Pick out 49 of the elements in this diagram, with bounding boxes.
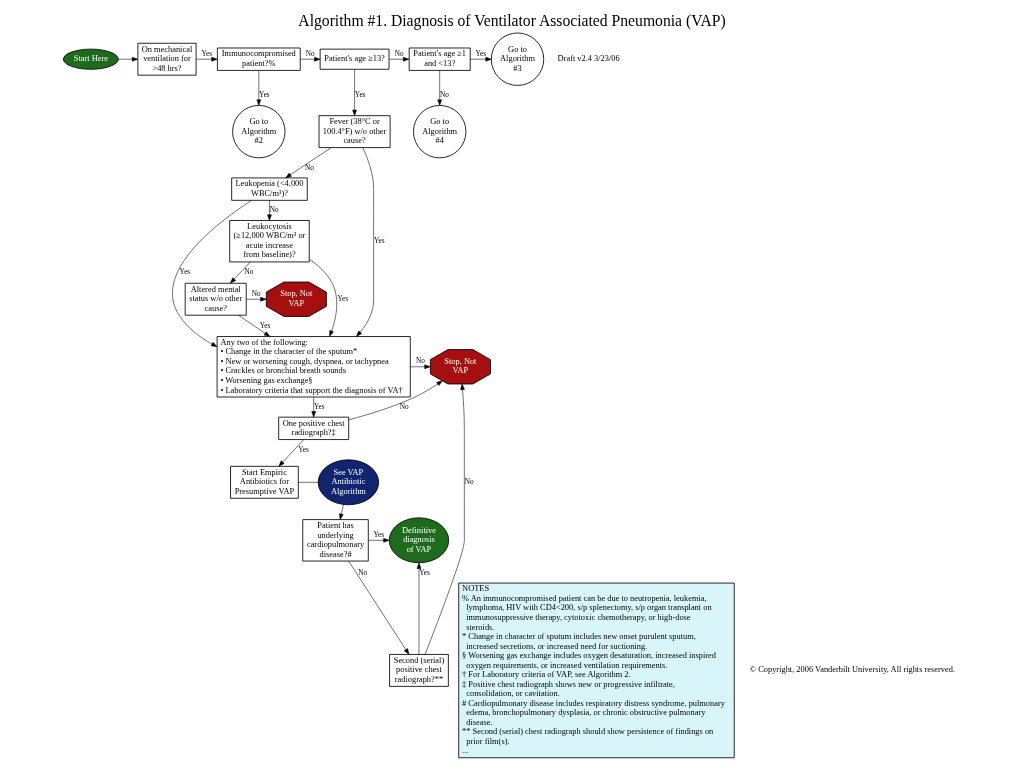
node-circle: Go to Algorithm #4: [413, 104, 467, 158]
arrow: [196, 56, 218, 61]
arrow: [424, 383, 465, 655]
arrow: [230, 261, 251, 283]
node-box: NOTES % An immunocompromised patient can be due to neutropenia, leukemia, lymphoma, HIV with CD4<200, s/p splenectomy, s/p organ transplant on immunosuppressive therapy, cytotoxic chemotherapy, or high-dose steroids. * Change in character of sputum includes new onset purulent sputum, increased secretions, or increased need for suctioning. § Worsening gas exchange includes oxygen desaturation, increased inspired oxygen requirements, or increased ventilation requirements. † For Laboratory criteria of VAP, see Algorithm 2. ‡ Positive chest radiograph shows new or progressive infiltrate, consolidation, or cavitation. # Cardiopulmonary disease includes respiratory distress syndrome, pulmonary edema, bronchopulmonary dysplasia, or chronic obstructive pulmonary disease. ** Second (serial) chest radiograph should show persistence of findings on prior film(s). ...: [458, 582, 735, 758]
node-ellipse: Definitive diagnosis of VAP: [388, 516, 450, 563]
node-box: Leukocytosis (≥12,000 WBC/m³ or acute increase from baseline)?: [229, 219, 310, 262]
label: © Copyright, 2006 Vanderbilt University, All rights reserved.: [749, 664, 956, 674]
node-box: Fever (38°C or 100.4°F) w/o other cause?: [318, 114, 391, 148]
arrow: [278, 438, 304, 467]
arrow: [311, 396, 316, 417]
diagram-title: Algorithm #1. Diagnosis of Ventilator Associated Pneumonia (VAP): [298, 11, 726, 29]
arrow: [469, 56, 492, 61]
node-ellipse: Start Here: [63, 48, 119, 70]
node-box: Immunocompromised patient?%: [216, 47, 301, 71]
arrow: [348, 560, 410, 655]
node-box: Any two of the following: • Change in the character of the sputum* • New or worsening cough, dyspnea, or tachypnea • Crackles or bronchial breath sounds • Worsening gas exchange§ • Laboratory criteria that support the diagnosis of VA†: [216, 335, 411, 397]
node-circle: Go to Algorithm #3: [490, 32, 545, 86]
arrow: [172, 199, 252, 347]
node-box: On mechanical ventilation for >48 hrs?: [137, 42, 197, 76]
node-box: Second (serial) positive chest radiograph?**: [389, 653, 449, 687]
label: Draft v2.4 3/23/06: [557, 53, 620, 63]
arrow: [437, 69, 442, 106]
arrow: [410, 364, 431, 369]
arrow: [368, 537, 390, 543]
node-box: Start Empiric Antibiotics for Presumptive VAP: [230, 465, 299, 499]
node-box: Patient has underlying cardiopulmonary disease?#: [302, 518, 369, 561]
node-box: Altered mental status w/o other cause?: [184, 282, 247, 316]
arrow: [246, 296, 267, 301]
connector: [298, 481, 319, 483]
node-box: Patient's age ≥1 and <13?: [408, 47, 471, 71]
arrow: [348, 380, 443, 420]
node-ellipse: See VAP Antibiotic Algorithm: [317, 458, 380, 505]
arrow: [309, 258, 337, 337]
arrow: [117, 56, 139, 61]
arrow: [267, 199, 272, 221]
arrow: [416, 562, 422, 655]
arrow: [388, 56, 410, 61]
arrow: [356, 147, 374, 337]
arrow: [256, 69, 262, 106]
arrow: [352, 68, 357, 116]
arrow: [300, 56, 321, 61]
node-box: Patient's age ≥13?: [319, 48, 390, 70]
node-box: Leukopenia (<4,000 WBC/m³)?: [231, 177, 308, 201]
arrow: [339, 503, 344, 520]
node-circle: Go to Algorithm #2: [232, 104, 286, 158]
arrow: [285, 146, 332, 178]
node-box: One positive chest radiograph?‡: [278, 416, 350, 440]
arrow: [238, 314, 271, 337]
